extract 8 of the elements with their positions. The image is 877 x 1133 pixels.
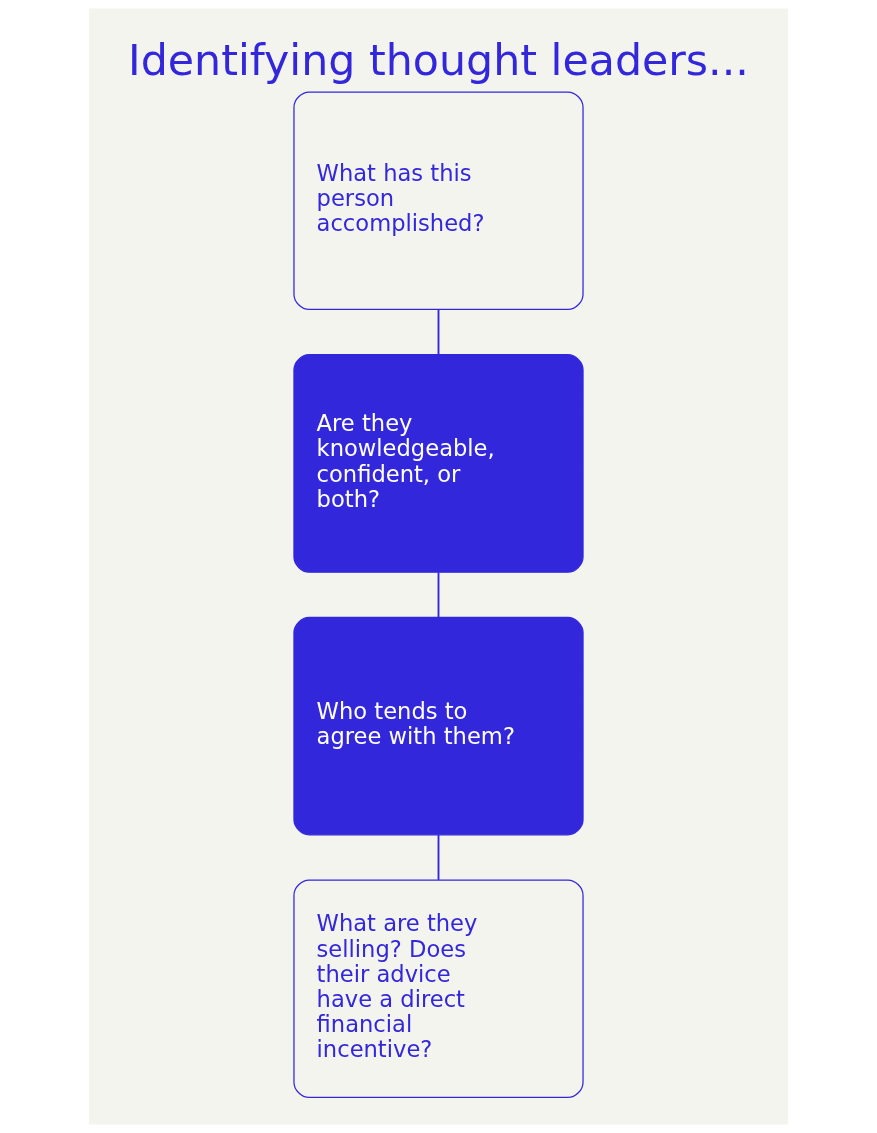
node-box: Who tends to agree with them? bbox=[293, 616, 584, 836]
connector bbox=[437, 571, 440, 619]
node-box: Are they knowledgeable, confident, or both? bbox=[293, 354, 584, 573]
node-box: What has this person accomplished? bbox=[293, 91, 584, 311]
connector bbox=[437, 308, 440, 356]
diagram-title: Identifying thought leaders... bbox=[128, 34, 749, 85]
node-box: What are they selling? Does their advice have a direct financial incentive? bbox=[293, 879, 584, 1099]
connector bbox=[437, 834, 440, 881]
